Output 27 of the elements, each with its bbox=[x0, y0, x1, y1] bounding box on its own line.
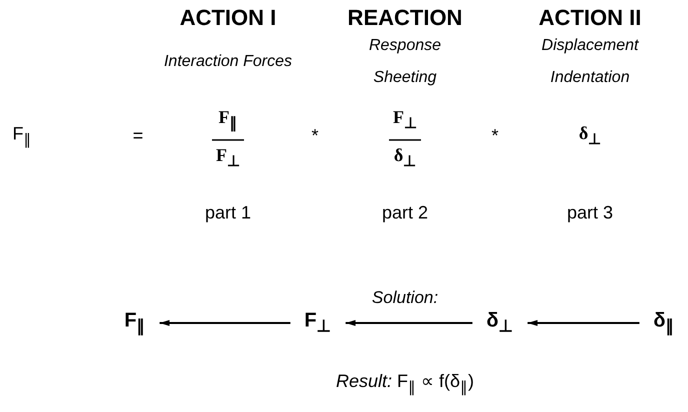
fraction-numerator: F$_{⊥}$ bbox=[393, 107, 417, 133]
arrow bbox=[346, 320, 472, 326]
column-heading: ACTION I bbox=[180, 5, 276, 31]
equals-sign: = bbox=[132, 126, 144, 146]
fraction-denominator: F$_{⊥}$ bbox=[216, 145, 240, 171]
column-subtitle: Interaction Forces bbox=[163, 52, 293, 72]
arrow bbox=[528, 320, 640, 326]
variable-symbol: F$_{⊥}$ bbox=[304, 310, 332, 336]
variable-symbol: δ$_{⊥}$ bbox=[486, 310, 514, 336]
fraction-numerator: F$_{∥}$ bbox=[218, 107, 238, 133]
multiply-sign: * bbox=[492, 126, 498, 146]
column-heading: ACTION II bbox=[538, 5, 642, 31]
part-label: part 2 bbox=[382, 202, 428, 224]
multiply-sign: * bbox=[312, 126, 318, 146]
variable-symbol: δ$_{∥}$ bbox=[653, 310, 675, 336]
math-symbol: F$_{∥}$ bbox=[12, 124, 32, 148]
math-symbol: δ$_{⊥}$ bbox=[578, 123, 602, 149]
column-subtitle: Displacement Indentation bbox=[540, 36, 640, 88]
part-label: part 1 bbox=[204, 202, 252, 224]
arrow bbox=[160, 320, 290, 326]
result-formula: Result: F$_{∥}$ ∝ f(δ$_{∥}$) bbox=[336, 370, 474, 396]
solution-heading: Solution: bbox=[372, 288, 438, 308]
variable-symbol: F$_{∥}$ bbox=[124, 310, 146, 336]
column-subtitle: Response Sheeting bbox=[368, 36, 442, 88]
part-label: part 3 bbox=[566, 202, 614, 224]
column-heading: REACTION bbox=[348, 5, 462, 31]
fraction-denominator: δ$_{⊥}$ bbox=[394, 145, 416, 171]
